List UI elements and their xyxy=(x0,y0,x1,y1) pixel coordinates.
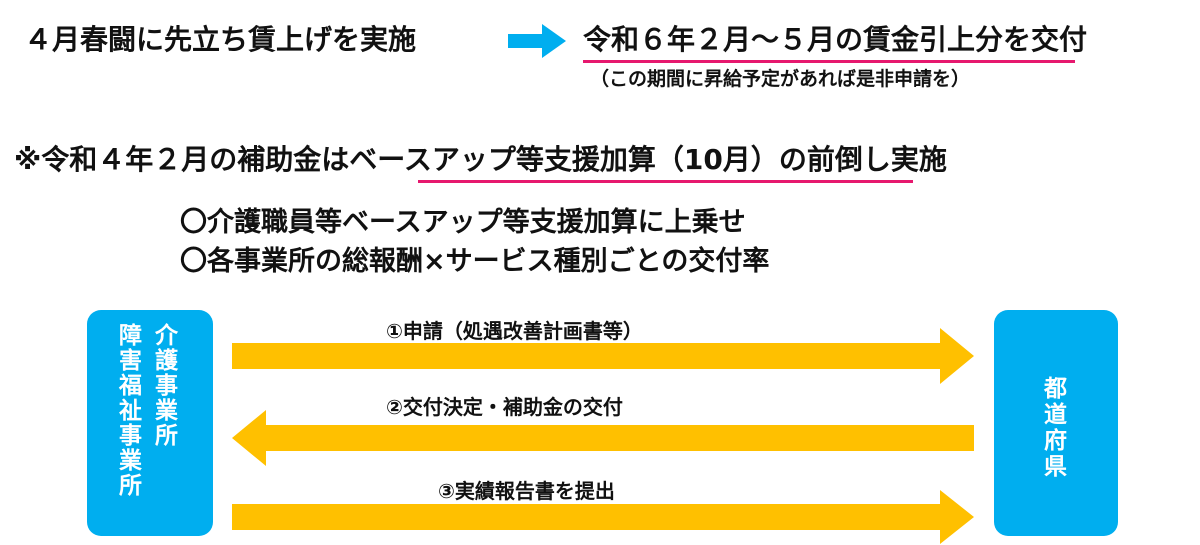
subsidy-highlight: ベースアップ等支援加算（10月） xyxy=(349,143,779,176)
facility-char: 祉 xyxy=(119,398,142,424)
header-arrow xyxy=(508,24,566,58)
step-3-arrow xyxy=(232,490,974,544)
header-sub-note: （この期間に昇給予定があれば是非申請を） xyxy=(590,68,971,90)
facility-char: 所 xyxy=(119,473,142,499)
header-arrow-shape xyxy=(508,24,566,58)
header-right-underline xyxy=(583,60,1075,63)
bullet-item-2: 〇各事業所の総報酬×サービス種別ごとの交付率 xyxy=(180,246,770,277)
facility-char: 業 xyxy=(119,448,142,474)
facility-box: 障 害 福 祉 事 業 所 介 護 事 業 所 xyxy=(87,310,213,536)
step-1-label: ①申請（処遇改善計画書等） xyxy=(386,319,643,343)
facility-col-disability: 障 害 福 祉 事 業 所 xyxy=(119,324,142,499)
facility-char: 障 xyxy=(119,323,142,349)
facility-char: 護 xyxy=(155,348,178,374)
step-2-arrow-shape xyxy=(232,410,974,466)
facility-char: 事 xyxy=(155,373,178,399)
step-1-arrow xyxy=(232,328,974,384)
prefecture-box: 都 道 府 県 xyxy=(994,310,1118,536)
step-1-arrow-shape xyxy=(232,328,974,384)
subsidy-before: ※令和４年２月の補助金は xyxy=(14,143,350,176)
prefecture-char: 県 xyxy=(1044,454,1067,480)
subsidy-highlight-underline xyxy=(418,180,913,183)
facility-char: 福 xyxy=(119,373,142,399)
facility-char: 害 xyxy=(119,348,142,374)
facility-char: 介 xyxy=(155,323,178,349)
header-right-text: 令和６年２月～５月の賃金引上分を交付 xyxy=(583,23,1088,56)
subsidy-line: ※令和４年２月の補助金はベースアップ等支援加算（10月）の前倒し実施 xyxy=(14,142,947,178)
prefecture-char: 都 xyxy=(1044,376,1067,402)
subsidy-after: の前倒し実施 xyxy=(778,143,947,176)
header-left-text: ４月春闘に先立ち賃上げを実施 xyxy=(24,23,417,56)
step-3-label: ③実績報告書を提出 xyxy=(438,479,615,503)
bullet-item-1: 〇介護職員等ベースアップ等支援加算に上乗せ xyxy=(180,207,746,238)
prefecture-col: 都 道 府 県 xyxy=(1044,376,1067,480)
prefecture-char: 府 xyxy=(1044,428,1067,454)
step-2-arrow xyxy=(232,410,974,466)
facility-char: 業 xyxy=(155,398,178,424)
step-2-label: ②交付決定・補助金の交付 xyxy=(386,395,623,419)
facility-char: 事 xyxy=(119,423,142,449)
prefecture-char: 道 xyxy=(1044,402,1067,428)
step-3-arrow-shape xyxy=(232,490,974,544)
facility-char: 所 xyxy=(155,423,178,449)
facility-col-care: 介 護 事 業 所 xyxy=(155,324,178,449)
